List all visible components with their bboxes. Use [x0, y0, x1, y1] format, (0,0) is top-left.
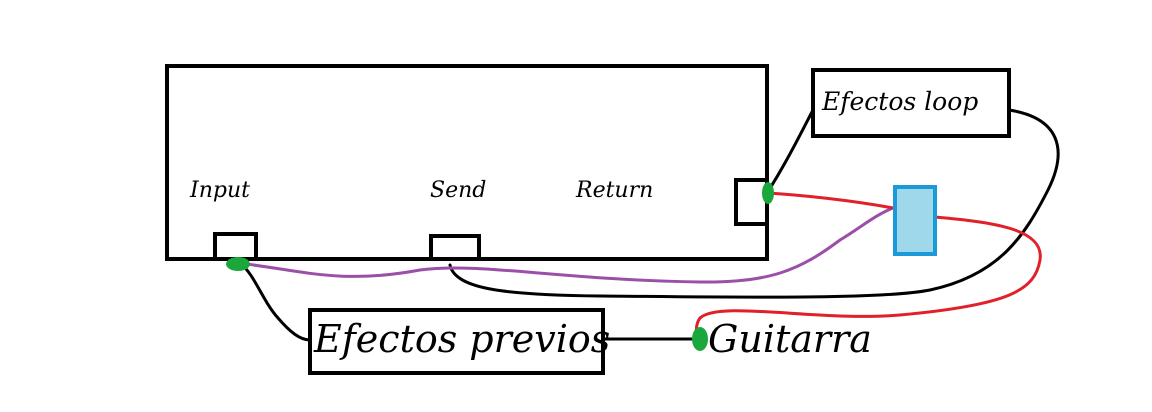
return-jack — [734, 178, 769, 226]
effects-device — [893, 185, 937, 256]
cable-device-to-return — [766, 191, 895, 210]
cable-input-to-device — [236, 206, 895, 284]
cable-input-to-efectos-previos — [238, 261, 312, 342]
send-label: Send — [430, 178, 486, 203]
guitarra-label: Guitarra — [708, 317, 872, 361]
input-label: Input — [189, 178, 250, 203]
efectos-loop-box — [811, 68, 1011, 138]
efectos-loop-label: Efectos loop — [821, 87, 978, 116]
input-jack — [213, 232, 258, 261]
cable-device-to-guitarra — [694, 215, 1042, 341]
amplifier-box — [165, 64, 769, 261]
cable-return-to-efectos-loop — [765, 108, 815, 195]
efectos-previos-label: Efectos previos — [313, 317, 610, 361]
send-jack — [429, 234, 481, 261]
cable-efectos-loop-to-send — [448, 108, 1060, 299]
return-connection-dot — [762, 182, 774, 204]
guitarra-connection-dot — [692, 327, 708, 351]
input-connection-dot — [226, 257, 250, 271]
return-label: Return — [575, 178, 653, 203]
